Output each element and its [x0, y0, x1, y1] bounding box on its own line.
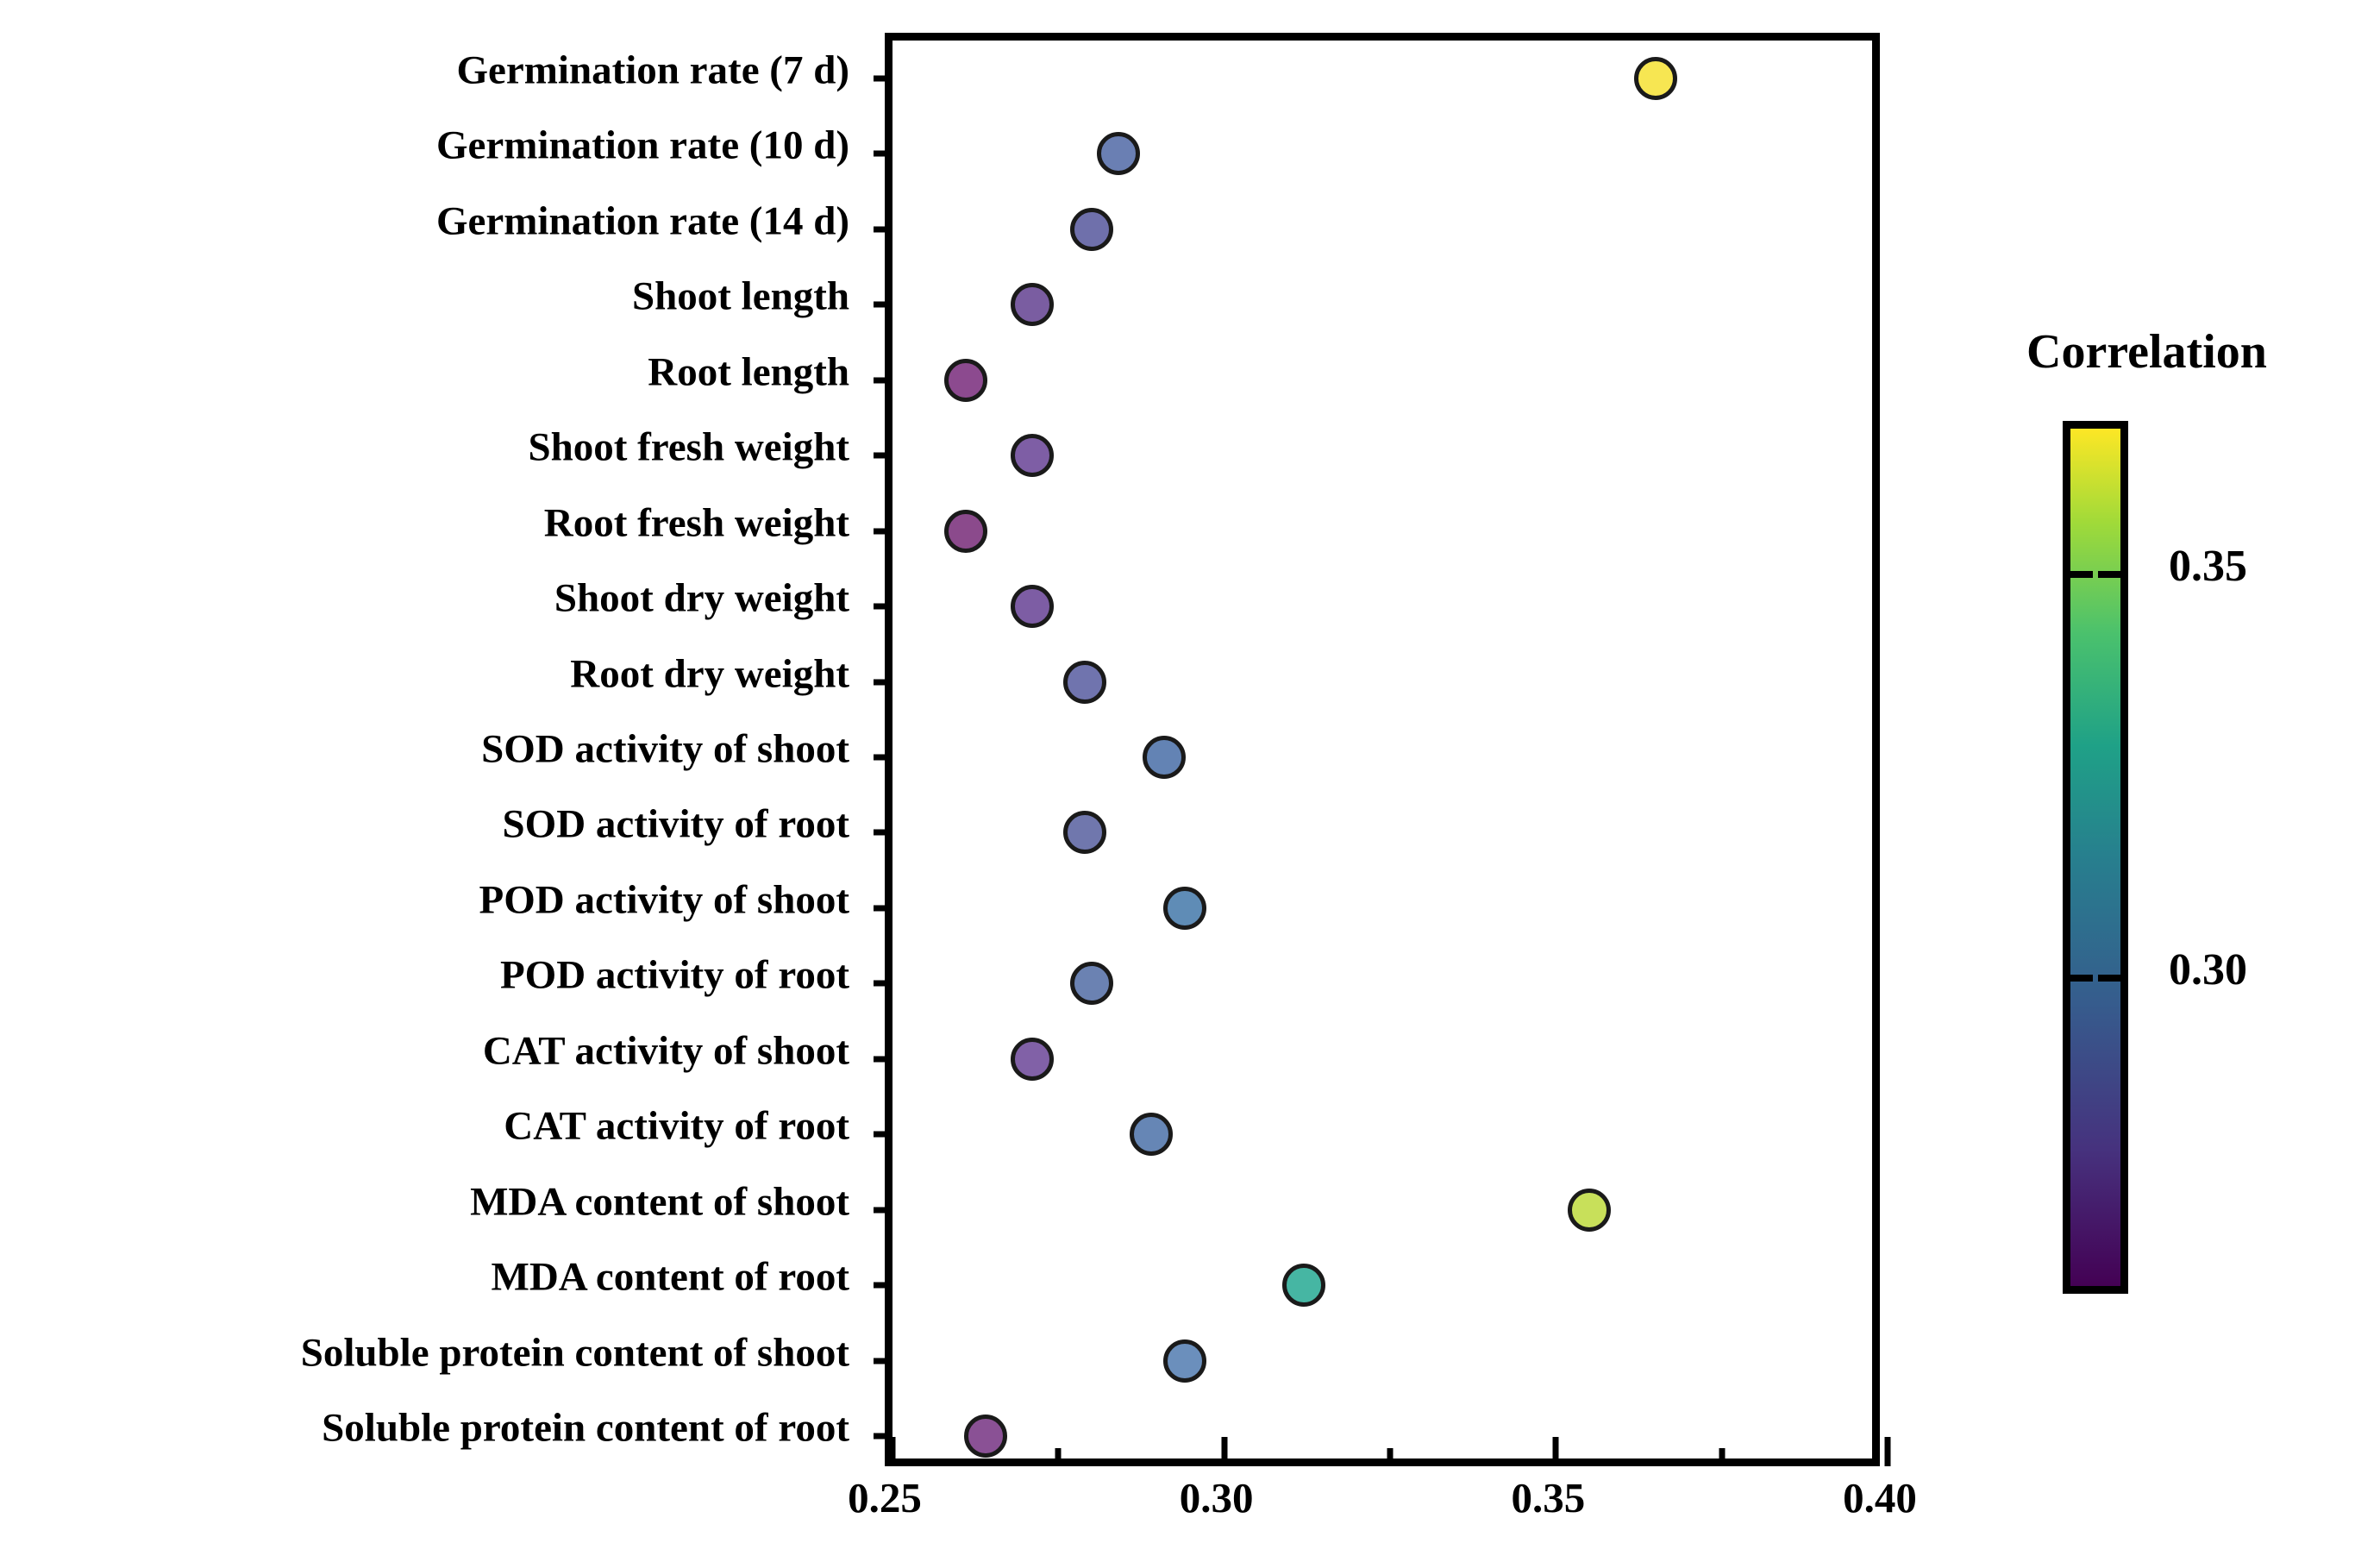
colorbar-tick: [2098, 975, 2120, 982]
x-axis-major-tick: [1221, 1437, 1228, 1466]
y-axis-label: Shoot length: [631, 273, 849, 319]
data-point[interactable]: [1096, 132, 1140, 176]
x-axis-minor-tick: [1055, 1448, 1062, 1466]
data-point[interactable]: [1063, 811, 1107, 855]
x-axis-tick-label: 0.35: [1511, 1474, 1586, 1521]
data-point[interactable]: [1069, 207, 1113, 251]
y-axis-tick: [874, 452, 892, 459]
x-axis-tick-label: 0.30: [1179, 1474, 1254, 1521]
y-axis-tick: [874, 377, 892, 384]
y-axis-label: CAT activity of root: [504, 1103, 849, 1149]
data-point[interactable]: [1567, 1188, 1611, 1232]
data-point[interactable]: [1143, 736, 1187, 779]
y-axis-tick: [874, 301, 892, 308]
y-axis-tick: [874, 754, 892, 761]
y-axis-label: Root length: [648, 349, 849, 395]
colorbar-tick: [2070, 570, 2093, 578]
y-axis-label: SOD activity of root: [502, 801, 849, 847]
data-point[interactable]: [1633, 56, 1677, 100]
colorbar-title: Correlation: [2026, 325, 2267, 379]
data-point[interactable]: [1010, 1037, 1054, 1081]
y-axis-label: MDA content of shoot: [470, 1179, 849, 1225]
y-axis-tick: [874, 905, 892, 912]
y-axis-label: SOD activity of shoot: [481, 726, 849, 772]
colorbar-tick: [2098, 570, 2120, 578]
plot-area: [874, 33, 1891, 1466]
y-axis-tick: [874, 1056, 892, 1063]
y-axis-label: POD activity of shoot: [479, 877, 849, 923]
x-axis-tick-label: 0.40: [1843, 1474, 1917, 1521]
y-axis-tick: [874, 150, 892, 157]
x-axis-major-tick: [889, 1437, 896, 1466]
data-point[interactable]: [1010, 585, 1054, 629]
y-axis-tick: [874, 980, 892, 987]
data-point[interactable]: [1130, 1113, 1174, 1157]
y-axis-label: Germination rate (10 d): [435, 122, 849, 168]
x-axis-minor-tick: [1719, 1448, 1726, 1466]
y-axis-label: MDA content of root: [491, 1254, 849, 1300]
x-axis-tick-label: 0.25: [848, 1474, 922, 1521]
data-point[interactable]: [1063, 660, 1107, 704]
data-point[interactable]: [963, 1415, 1007, 1458]
y-axis-label: Soluble protein content of shoot: [300, 1330, 849, 1376]
y-axis-tick: [874, 679, 892, 686]
plot-inner: [874, 41, 1891, 1466]
data-point[interactable]: [1162, 1339, 1206, 1383]
y-axis-tick: [874, 528, 892, 535]
colorbar-legend: Correlation 0.35 0.30: [2018, 328, 2380, 1294]
data-point[interactable]: [1010, 434, 1054, 478]
y-axis-tick: [874, 603, 892, 610]
y-axis-label: Root dry weight: [570, 651, 849, 697]
data-point[interactable]: [943, 509, 987, 553]
y-axis-label: Soluble protein content of root: [322, 1405, 849, 1451]
y-axis-tick: [874, 1207, 892, 1214]
colorbar-tick-label: 0.30: [2169, 945, 2247, 995]
y-axis-tick: [874, 1433, 892, 1440]
colorbar-tick: [2070, 975, 2093, 982]
y-axis-label: Shoot fresh weight: [528, 424, 849, 470]
y-axis-label: Germination rate (14 d): [435, 198, 849, 244]
y-axis-label: CAT activity of shoot: [482, 1028, 849, 1074]
data-point[interactable]: [943, 358, 987, 402]
data-point[interactable]: [1069, 962, 1113, 1006]
y-axis-category-labels: Germination rate (7 d) Germination rate (…: [0, 0, 849, 1451]
data-point[interactable]: [1281, 1264, 1325, 1308]
x-axis-minor-tick: [1387, 1448, 1394, 1466]
y-axis-tick: [874, 226, 892, 233]
y-axis-tick: [874, 1358, 892, 1364]
data-point[interactable]: [1010, 283, 1054, 327]
x-axis-major-tick: [1552, 1437, 1559, 1466]
x-axis-major-tick: [1884, 1437, 1891, 1466]
y-axis-label: POD activity of root: [499, 952, 849, 998]
y-axis-label: Germination rate (7 d): [456, 47, 849, 93]
y-axis-tick: [874, 829, 892, 836]
y-axis-tick: [874, 1131, 892, 1138]
y-axis-label: Shoot dry weight: [554, 575, 849, 621]
data-point[interactable]: [1162, 886, 1206, 930]
colorbar-tick-label: 0.35: [2169, 541, 2247, 591]
y-axis-tick: [874, 1282, 892, 1289]
colorbar-gradient: [2063, 421, 2128, 1294]
y-axis-tick: [874, 75, 892, 82]
y-axis-label: Root fresh weight: [543, 500, 849, 546]
